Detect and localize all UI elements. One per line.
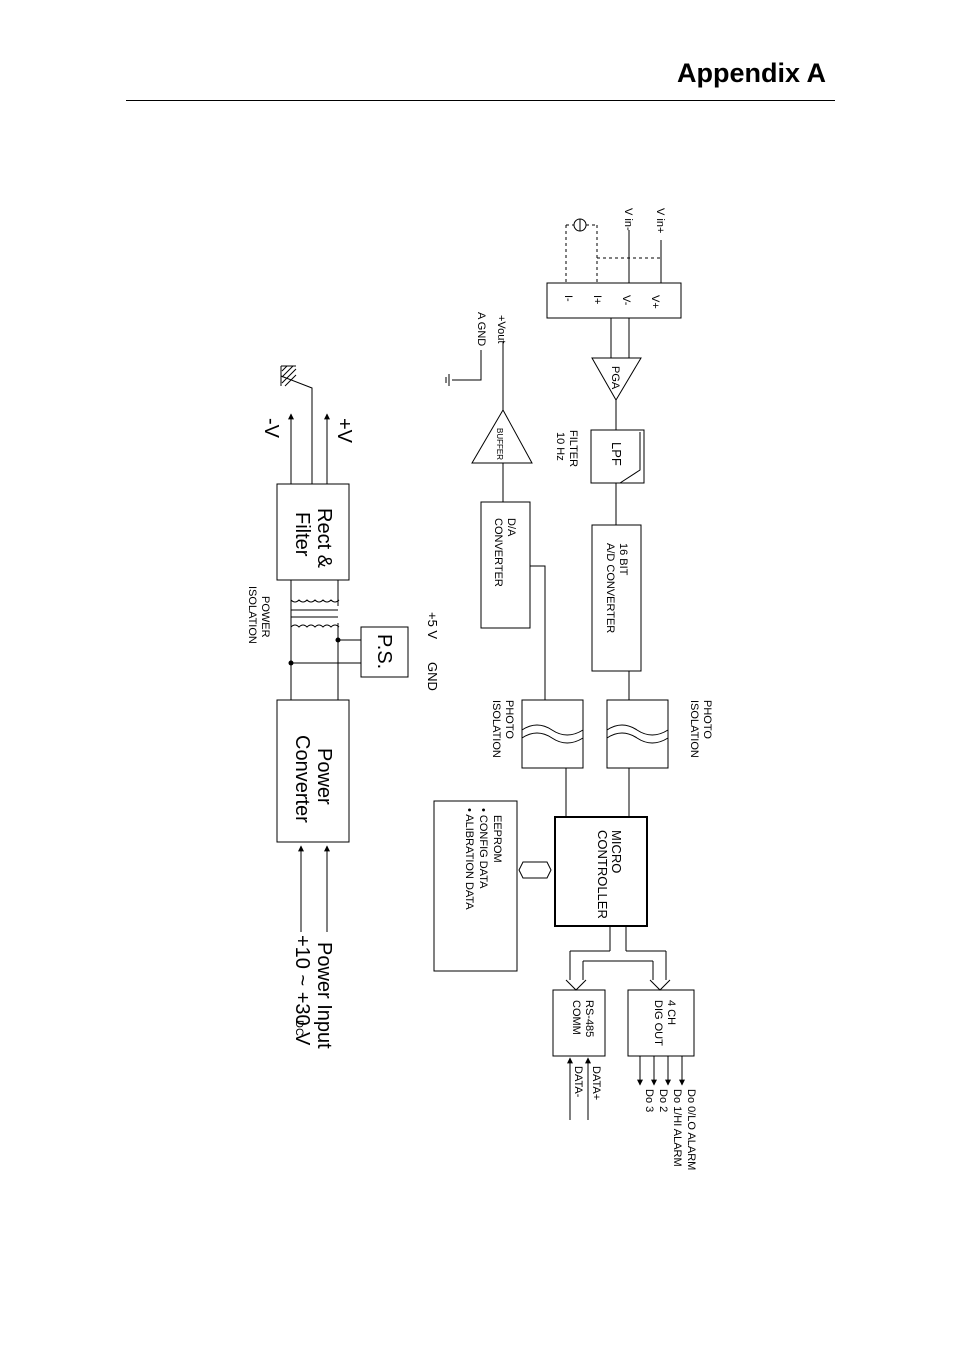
photo-isolation-left <box>521 699 584 769</box>
dig-out-label-1: 4 CH <box>665 1000 677 1025</box>
data-minus-label: DATA- <box>572 1066 584 1098</box>
eeprom-block <box>433 800 518 972</box>
da-label-2: CONVERTER <box>492 518 504 587</box>
filter-label-2: 10 Hz <box>554 432 566 461</box>
rect-filter-label-2: Filter <box>291 512 313 557</box>
ps-label: P.S. <box>373 634 395 669</box>
mcu-label-2: CONTROLLER <box>595 830 610 919</box>
power-isolation-label-2: ISOLATION <box>246 586 258 644</box>
terminal-i-minus: I- <box>562 295 574 302</box>
rs485-label-2: COMM <box>570 1000 582 1035</box>
vout-label: +Vout <box>495 315 507 343</box>
ad-label-2: A/D CONVERTER <box>604 543 616 633</box>
ad-converter-block <box>591 524 642 672</box>
data-plus-label: DATA+ <box>590 1066 602 1100</box>
lpf-block <box>590 429 645 484</box>
eeprom-bus <box>518 861 552 879</box>
plus5v-label: +5 V <box>425 612 440 639</box>
do2-label: Do 2 <box>657 1089 669 1112</box>
rs485-label-1: RS-485 <box>583 1000 595 1037</box>
filter-label-1: FILTER <box>567 430 579 467</box>
photo-isolation-left-label-2: ISOLATION <box>490 700 502 758</box>
photo-isolation-right-label-1: PHOTO <box>701 700 713 739</box>
microcontroller-block <box>554 816 648 927</box>
lpf-label: LPF <box>609 442 624 466</box>
power-input-unit: V <box>291 1032 313 1046</box>
power-input-label: Power Input <box>313 942 335 1049</box>
eeprom-calibration: • ALIBRATION DATA <box>463 808 475 910</box>
rect-filter-label-1: Rect & <box>313 508 335 569</box>
do0-label: Do 0/LO ALARM <box>685 1089 697 1170</box>
eeprom-config: • CONFIG DATA <box>477 808 489 889</box>
current-source-wiring <box>565 218 662 283</box>
photo-isolation-left-label-1: PHOTO <box>503 700 515 739</box>
terminal-i-plus: I+ <box>591 295 603 304</box>
rect-filter-block <box>276 483 350 581</box>
dig-out-label-2: DIG OUT <box>652 1000 664 1046</box>
terminal-v-plus: V+ <box>649 295 661 309</box>
do1-label: Do 1/HI ALARM <box>671 1089 683 1167</box>
rs485-block <box>552 989 606 1057</box>
power-input-range: +10 ~ +30 <box>291 935 313 1026</box>
ground-symbol <box>280 365 313 484</box>
da-label-1: D/A <box>505 518 517 537</box>
pga-amplifier <box>591 357 642 401</box>
power-isolation-transformer <box>290 580 340 700</box>
power-isolation-label-1: POWER <box>259 596 271 638</box>
photo-isolation-right <box>606 699 669 769</box>
page-title: Appendix A <box>676 58 826 88</box>
eeprom-label: EEPROM <box>491 815 503 863</box>
mcu-label-1: MICRO <box>609 830 624 873</box>
header-divider <box>126 100 835 101</box>
power-input-unit-dc: DC <box>293 1020 305 1036</box>
input-terminal-block <box>546 282 682 319</box>
pga-label: PGA <box>609 366 621 390</box>
agnd-label: A GND <box>475 312 487 346</box>
gnd-label: GND <box>425 662 440 691</box>
power-converter-label-1: Power <box>313 748 335 805</box>
power-converter-label-2: Converter <box>291 735 313 823</box>
controller-buses <box>565 926 671 991</box>
terminal-v-minus: V- <box>620 295 632 306</box>
dig-out-block <box>627 989 695 1057</box>
buffer-label: BUFFER <box>495 428 504 460</box>
power-converter-block <box>276 699 350 843</box>
do3-label: Do 3 <box>643 1089 655 1112</box>
ps-block <box>360 626 409 678</box>
plus-v-label: +V <box>333 418 355 444</box>
da-converter-block <box>480 501 531 629</box>
minus-v-label: -V <box>260 418 282 439</box>
buffer-amplifier <box>471 408 533 464</box>
ad-label-1: 16 BIT <box>617 543 629 576</box>
photo-isolation-right-label-2: ISOLATION <box>688 700 700 758</box>
vin-plus-label: V in+ <box>654 208 666 233</box>
vin-minus-label: V in- <box>622 208 634 231</box>
